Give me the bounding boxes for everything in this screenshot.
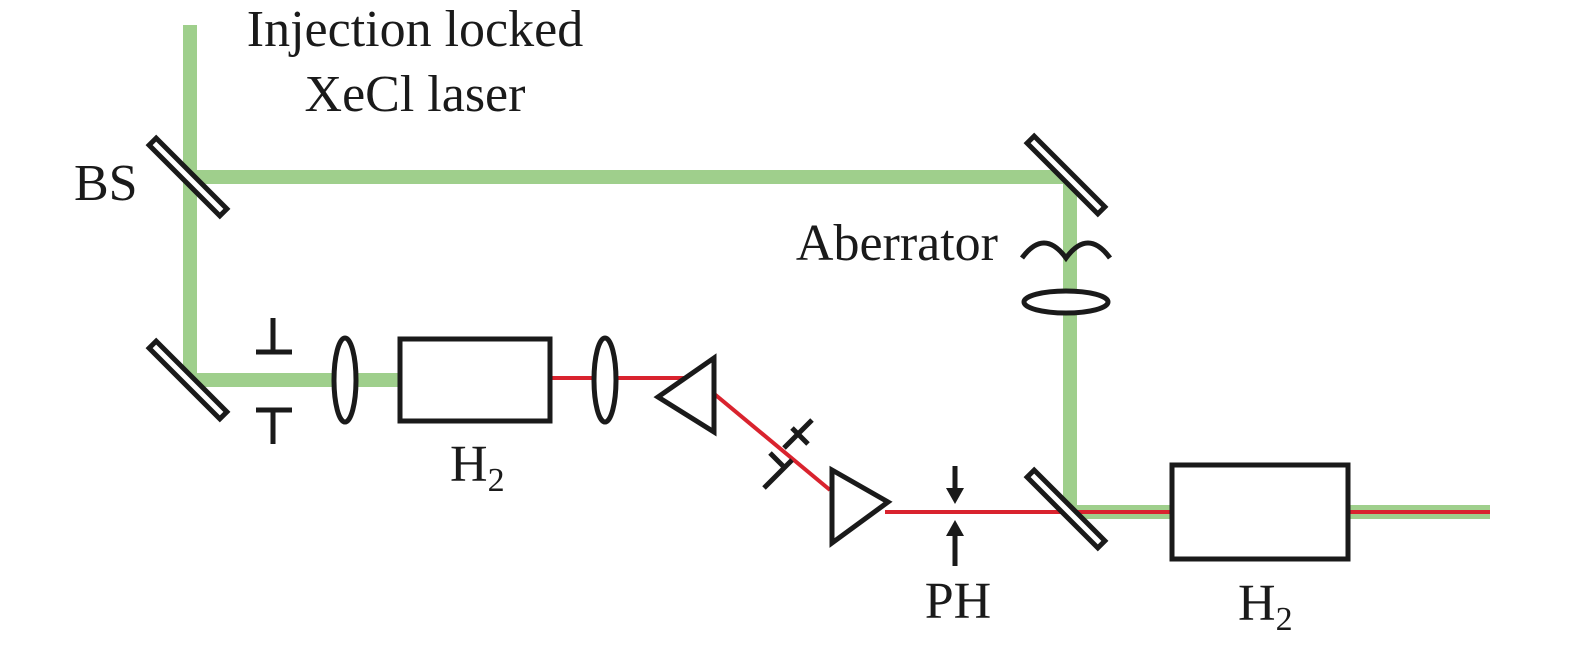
prisms <box>653 353 893 548</box>
pinhole-label: PH <box>925 573 991 630</box>
h2-cell-1-label-base: H <box>450 436 488 493</box>
beam-splitter-label: BS <box>74 155 138 212</box>
aperture-iris <box>256 318 292 444</box>
h2-cell-2 <box>1169 462 1351 562</box>
h2-cell-1-label: H2 <box>450 436 505 499</box>
prism-2 <box>829 465 893 548</box>
slit <box>762 418 814 490</box>
title-line-1: Injection locked <box>247 1 583 58</box>
lens-aberrator <box>1021 288 1111 316</box>
h2-cell-2-label: H2 <box>1238 575 1293 638</box>
aberrator-label: Aberrator <box>796 215 998 272</box>
mirror-top-right <box>1023 132 1109 218</box>
lenses <box>331 288 1111 425</box>
beam-splitter-bs <box>145 134 231 220</box>
h2-cell-2-label-base: H <box>1238 575 1276 632</box>
h2-cell-1-label-sub: 2 <box>488 462 505 499</box>
mirror-bottom-left <box>145 337 231 423</box>
lens-output-1 <box>591 335 619 425</box>
h2-cell-2-label-sub: 2 <box>1276 601 1293 638</box>
stokes-beam-segment-2 <box>710 390 832 492</box>
raman-cells <box>397 336 1351 562</box>
mirrors <box>145 132 1109 552</box>
dichroic-mirror-bottom-right <box>1023 466 1109 552</box>
pinhole-arrows <box>946 466 964 566</box>
lens-input-1 <box>331 335 359 425</box>
aberrator-plate <box>1019 240 1113 263</box>
title-line-2: XeCl laser <box>305 66 526 123</box>
prism-1 <box>653 353 717 437</box>
h2-cell-1 <box>397 336 553 424</box>
